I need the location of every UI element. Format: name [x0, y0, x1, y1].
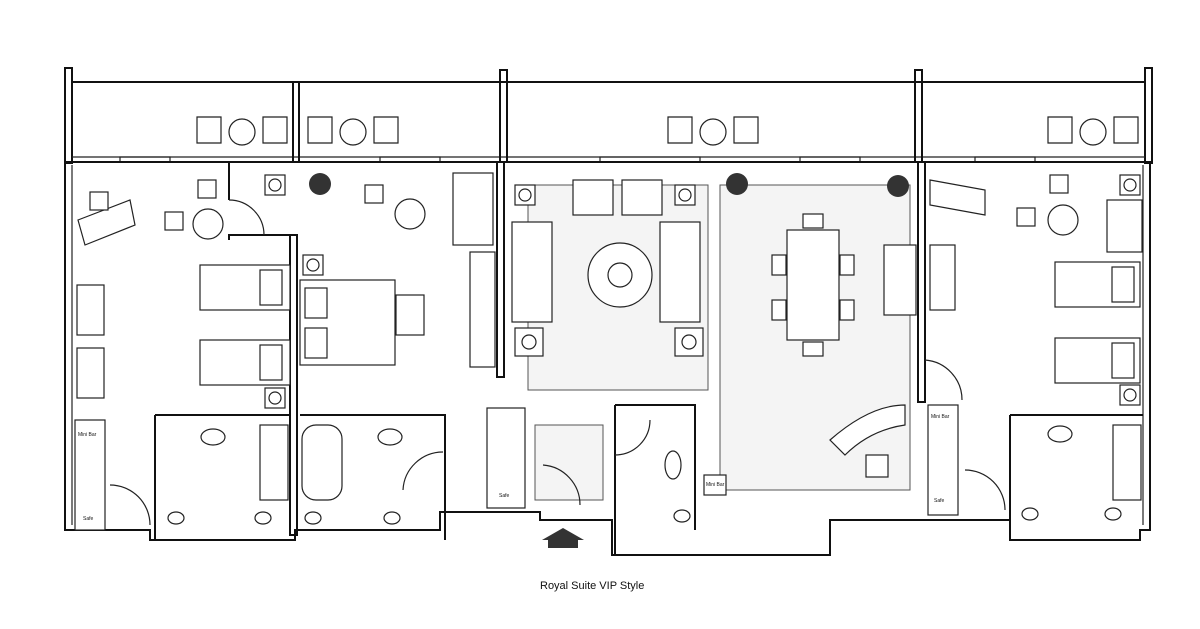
balcony — [64, 67, 1153, 164]
plant-icon — [309, 173, 909, 197]
toilet-icon — [167, 511, 185, 525]
safe-label: Safe — [83, 516, 94, 522]
dining-table — [771, 213, 855, 357]
bathtub-icon — [259, 424, 289, 501]
sofa-icon — [76, 172, 1143, 399]
safe-label: Safe — [499, 493, 510, 499]
cabinets — [74, 404, 959, 531]
lamp-icon — [192, 174, 1141, 409]
door-swing-icon — [109, 199, 1006, 526]
safe-label: Safe — [934, 498, 945, 504]
interior-walls — [154, 161, 1143, 555]
chair-icon — [77, 174, 1069, 478]
bathroom-fixtures — [167, 424, 1142, 525]
balcony-furniture — [196, 116, 1139, 146]
bed-icon — [199, 261, 1141, 386]
mini-bar-label: Mini Bar — [78, 432, 97, 438]
entrance-arrow-icon — [542, 528, 584, 548]
entry-rug — [534, 424, 604, 501]
plan-title: Royal Suite VIP Style — [540, 580, 645, 592]
mini-bar-label: Mini Bar — [931, 414, 950, 420]
mini-bar-label: Mini Bar — [706, 482, 725, 488]
outer-wall — [64, 161, 1151, 556]
sink-icon — [200, 428, 226, 446]
